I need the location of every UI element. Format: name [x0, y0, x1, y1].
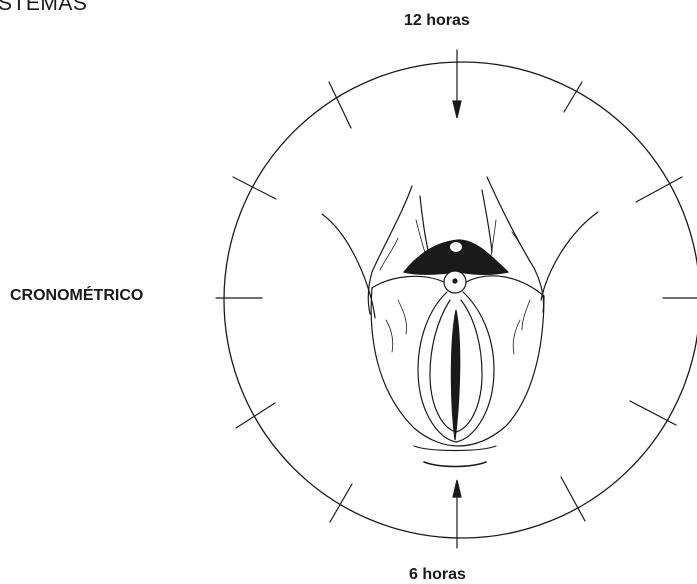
- arrow-12: [453, 50, 461, 118]
- vulva-illustration: [322, 177, 598, 467]
- hour-ticks: [216, 82, 697, 522]
